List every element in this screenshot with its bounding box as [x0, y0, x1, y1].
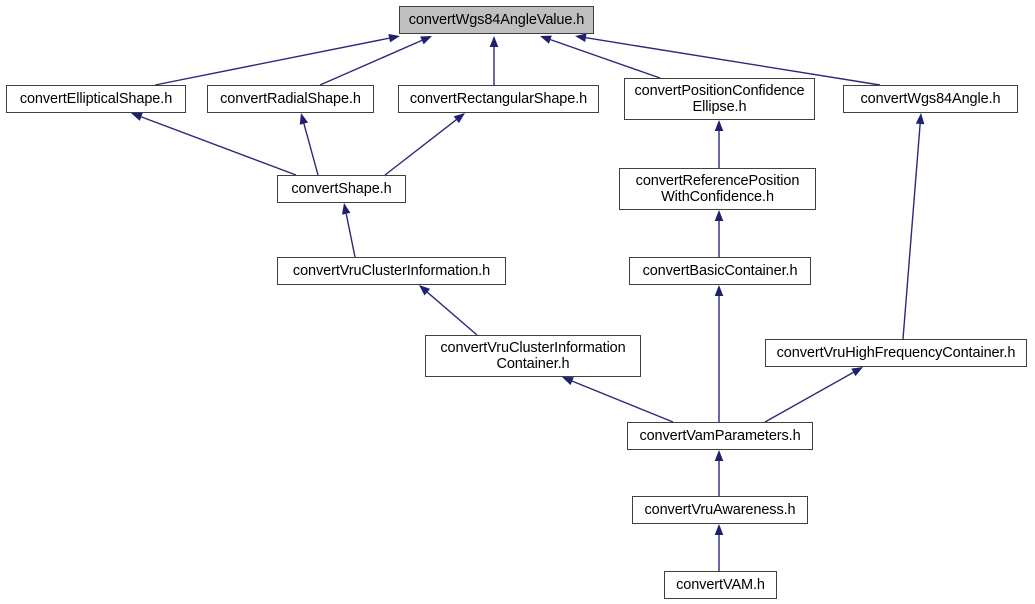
graph-edge-arrowhead: [131, 112, 143, 121]
graph-edge: [764, 371, 854, 423]
graph-node-positionConfidenceEllipse[interactable]: convertPositionConfidence Ellipse.h: [624, 78, 815, 120]
graph-edge-arrowhead: [575, 33, 587, 42]
graph-node-vamParameters[interactable]: convertVamParameters.h: [627, 422, 813, 450]
graph-node-vruAwareness[interactable]: convertVruAwareness.h: [632, 496, 808, 524]
graph-edge-arrowhead: [915, 113, 925, 125]
graph-edge-arrowhead: [453, 113, 465, 124]
graph-node-vruHighFrequencyContainer[interactable]: convertVruHighFrequencyContainer.h: [765, 339, 1027, 367]
graph-edge-arrowhead: [420, 36, 432, 45]
graph-node-rectangularShape[interactable]: convertRectangularShape.h: [398, 85, 599, 113]
graph-edge-arrowhead: [562, 377, 574, 386]
graph-node-shape[interactable]: convertShape.h: [277, 175, 406, 203]
graph-edge: [345, 213, 356, 258]
graph-node-radialShape[interactable]: convertRadialShape.h: [207, 85, 374, 113]
graph-edge-arrowhead: [419, 285, 431, 296]
graph-edge: [154, 37, 390, 86]
graph-edge-arrowhead: [714, 524, 724, 535]
graph-edge: [550, 38, 661, 79]
graph-edge-arrowhead: [388, 33, 400, 43]
graph-edge-arrowhead: [714, 285, 724, 296]
graph-edge: [585, 37, 881, 86]
graph-edge: [571, 380, 674, 423]
graph-node-vruClusterInformation[interactable]: convertVruClusterInformation.h: [277, 257, 506, 285]
graph-node-ellipticalShape[interactable]: convertEllipticalShape.h: [6, 85, 186, 113]
graph-edge-arrowhead: [540, 35, 552, 44]
graph-node-wgs84Angle[interactable]: convertWgs84Angle.h: [843, 85, 1018, 113]
graph-edge: [384, 119, 457, 176]
graph-edge-arrowhead: [341, 203, 351, 215]
graph-node-wgs84AngleValue[interactable]: convertWgs84AngleValue.h: [399, 6, 594, 34]
graph-edge: [303, 123, 319, 176]
graph-edge-arrowhead: [714, 450, 724, 461]
graph-node-basicContainer[interactable]: convertBasicContainer.h: [629, 257, 811, 285]
graph-edge: [902, 123, 921, 340]
graph-node-referencePositionWithConf[interactable]: convertReferencePosition WithConfidence.…: [619, 168, 816, 210]
graph-edge-arrowhead: [714, 210, 724, 221]
graph-edge-arrowhead: [714, 120, 724, 131]
graph-edge: [319, 39, 423, 86]
graph-edge-arrowhead: [851, 367, 863, 377]
graph-node-vam[interactable]: convertVAM.h: [664, 571, 777, 599]
graph-edge: [426, 291, 478, 336]
graph-edge: [141, 116, 297, 176]
graph-edge-arrowhead: [299, 113, 309, 125]
graph-edge-arrowhead: [489, 36, 499, 47]
graph-node-vruClusterInfoContainer[interactable]: convertVruClusterInformation Container.h: [425, 335, 641, 377]
